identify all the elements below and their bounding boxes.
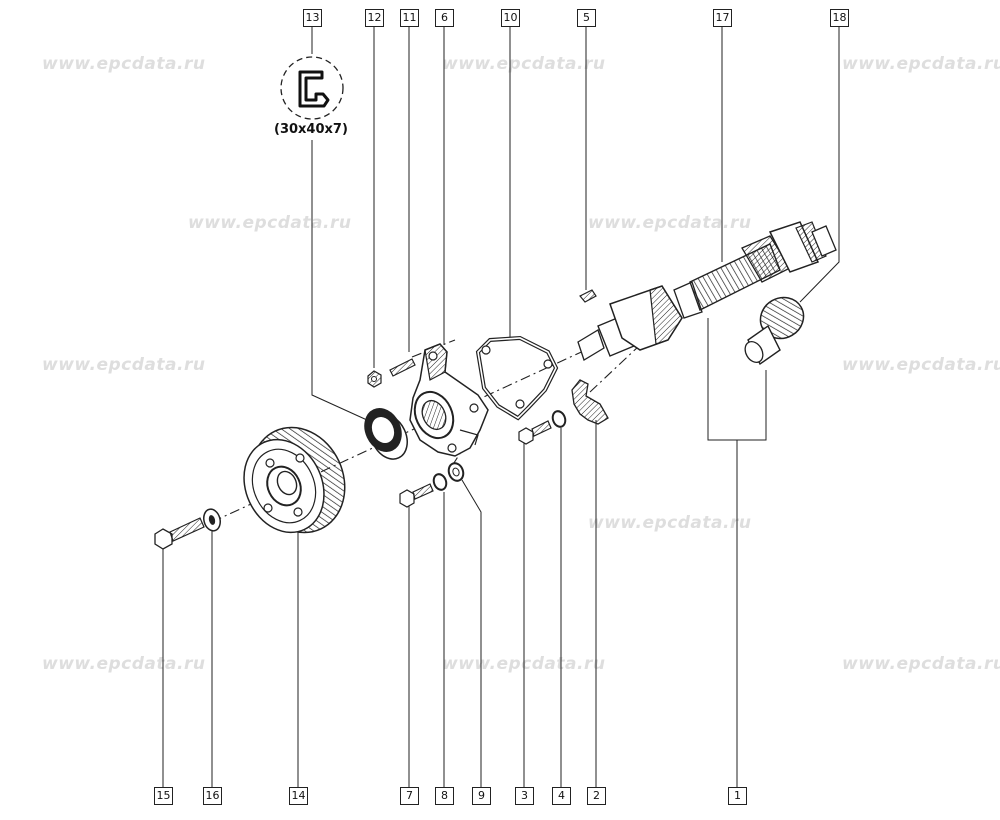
stud-11 — [389, 358, 416, 377]
bolt-3 — [518, 420, 552, 445]
callout-7[interactable]: 7 — [400, 787, 419, 805]
driven-gear — [744, 296, 805, 366]
callout-10[interactable]: 10 — [501, 9, 520, 27]
shaft-with-worm — [577, 221, 837, 361]
callout-9[interactable]: 9 — [472, 787, 491, 805]
seal-size-label: (30x40x7) — [274, 122, 348, 137]
lock-washer-8 — [432, 473, 448, 491]
callout-18[interactable]: 18 — [830, 9, 849, 27]
bolt-7 — [399, 483, 434, 508]
oil-seal — [364, 408, 408, 460]
washer-4 — [551, 410, 567, 428]
callout-3[interactable]: 3 — [515, 787, 534, 805]
callout-6[interactable]: 6 — [435, 9, 454, 27]
callout-13[interactable]: 13 — [303, 9, 322, 27]
bearing-housing — [409, 343, 489, 457]
callout-1[interactable]: 1 — [728, 787, 747, 805]
callout-4[interactable]: 4 — [552, 787, 571, 805]
leader-lines — [162, 26, 840, 787]
callout-11[interactable]: 11 — [400, 9, 419, 27]
camshaft-pulley — [243, 426, 346, 534]
callout-15[interactable]: 15 — [154, 787, 173, 805]
washer-9 — [447, 462, 465, 482]
callout-17[interactable]: 17 — [713, 9, 732, 27]
oil-seal-symbol — [280, 56, 344, 120]
callout-5[interactable]: 5 — [577, 9, 596, 27]
nut-12 — [367, 370, 382, 388]
washer-16 — [203, 508, 221, 532]
callout-2[interactable]: 2 — [587, 787, 606, 805]
thrust-fork — [571, 379, 609, 425]
bolt-15 — [154, 517, 205, 550]
callout-8[interactable]: 8 — [435, 787, 454, 805]
callout-16[interactable]: 16 — [203, 787, 222, 805]
key-5 — [579, 289, 597, 303]
callout-14[interactable]: 14 — [289, 787, 308, 805]
gasket — [475, 335, 559, 421]
callout-12[interactable]: 12 — [365, 9, 384, 27]
